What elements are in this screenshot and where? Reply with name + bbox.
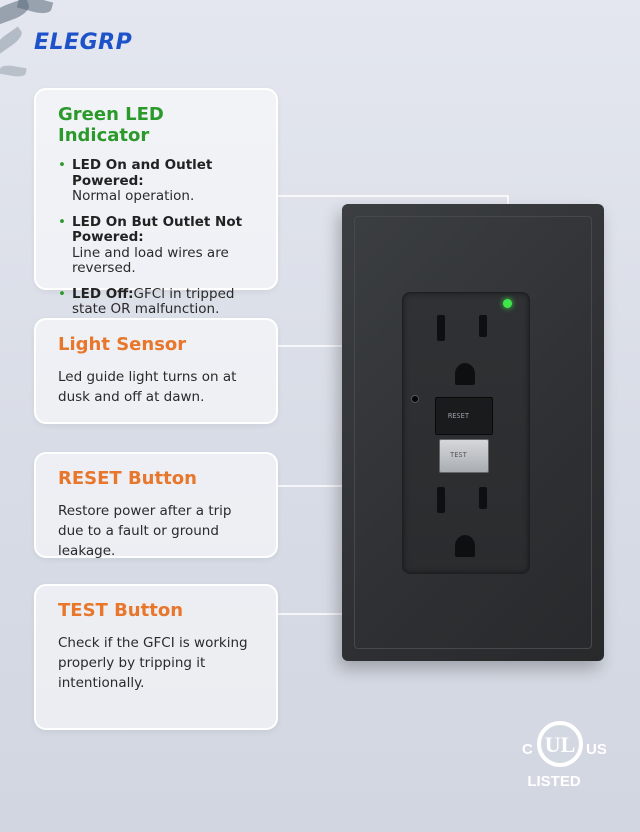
led-status-text: Line and load wires are reversed. — [72, 244, 229, 276]
outlet-slot-hot — [479, 487, 487, 509]
test-button-text: Check if the GFCI is working properly by… — [58, 635, 248, 691]
ul-text: UL — [545, 732, 576, 757]
led-status-label: LED Off: — [72, 285, 134, 302]
reset-button-text: Restore power after a trip due to a faul… — [58, 503, 232, 559]
led-status-label: LED On But Outlet Not Powered: — [72, 213, 243, 245]
led-status-item: LED Off:GFCl in tripped state OR malfunc… — [58, 285, 260, 318]
reset-button-card: RESET Button Restore power after a trip … — [34, 452, 278, 559]
wall-plate — [342, 204, 604, 661]
led-status-item: LED On But Outlet Not Powered: Line and … — [58, 213, 260, 277]
led-status-list: LED On and Outlet Powered: Normal operat… — [58, 157, 260, 318]
reset-button[interactable]: RESET — [435, 397, 493, 435]
led-indicator-card: Green LED Indicator LED On and Outlet Po… — [34, 88, 278, 317]
green-led-light — [503, 299, 512, 308]
reset-button-title: RESET Button — [58, 468, 197, 489]
brand-logo: ELEGRP — [34, 30, 133, 55]
outlet-slot-hot — [479, 315, 487, 337]
light-sensor-title: Light Sensor — [58, 334, 187, 355]
outlet-ground-hole — [455, 363, 475, 385]
led-status-text: Normal operation. — [72, 188, 195, 204]
ul-listed-logo: UL C US LISTED — [516, 714, 607, 794]
us-text: US — [586, 741, 606, 758]
light-sensor-text: Led guide light turns on at dusk and off… — [58, 369, 237, 405]
test-button-title: TEST Button — [58, 600, 184, 621]
light-sensor — [411, 395, 419, 403]
reset-button-label: RESET — [448, 412, 470, 420]
listed-text: LISTED — [527, 773, 581, 790]
led-status-text: GFCl in tripped state OR malfunction. — [72, 285, 235, 317]
led-status-label: LED On and Outlet Powered: — [72, 157, 213, 189]
gfci-outlet: RESET TEST — [402, 292, 530, 574]
test-button-card: TEST Button Check if the GFCI is working… — [34, 584, 278, 730]
led-indicator-title: Green LED Indicator — [58, 104, 164, 146]
led-status-item: LED On and Outlet Powered: Normal operat… — [58, 157, 260, 205]
wall-plate-inner — [354, 216, 592, 649]
outlet-slot-neutral — [437, 315, 445, 341]
ul-mark: UL C US LISTED — [522, 721, 607, 790]
leaf-decoration — [0, 26, 25, 54]
test-button-label: TEST — [450, 451, 467, 459]
light-sensor-card: Light Sensor Led guide light turns on at… — [34, 318, 278, 424]
leaf-decoration — [0, 63, 27, 79]
test-button[interactable]: TEST — [439, 439, 489, 473]
outlet-ground-hole — [455, 535, 475, 557]
c-text: C — [522, 741, 533, 758]
outlet-slot-neutral — [437, 487, 445, 513]
